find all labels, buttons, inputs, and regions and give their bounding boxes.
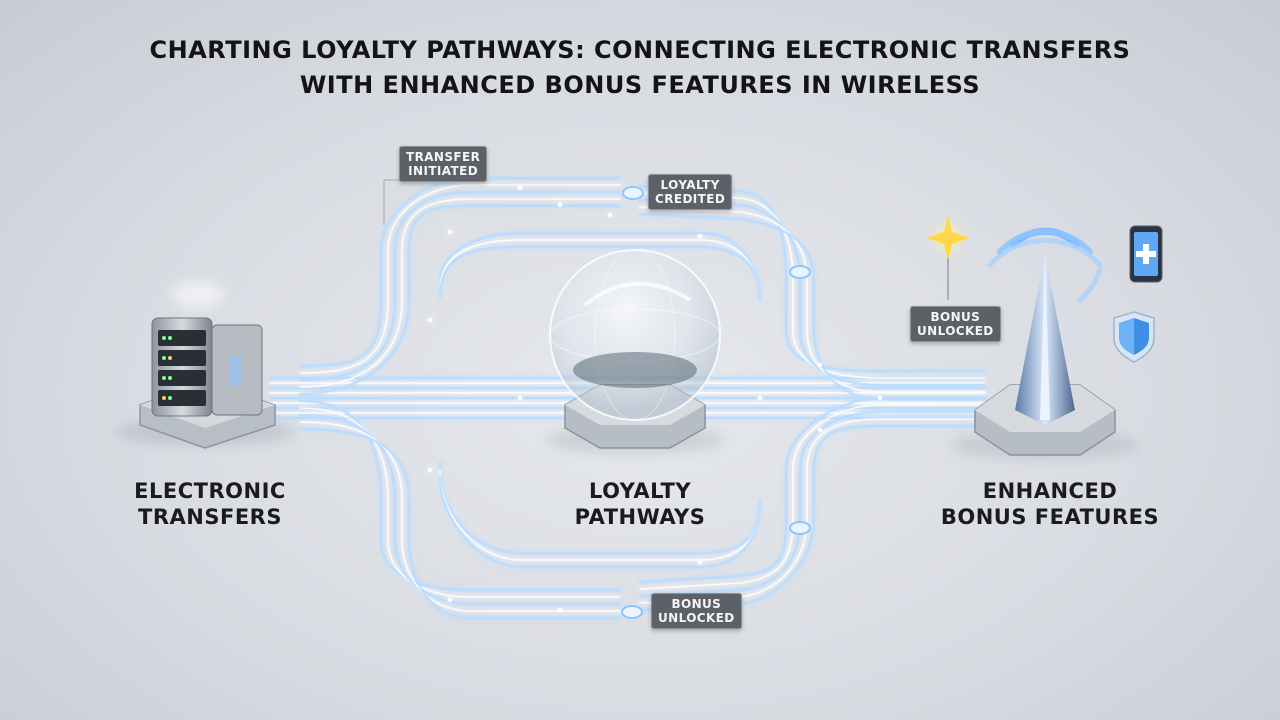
server-icon — [115, 281, 295, 449]
pathway-sparkle — [607, 212, 613, 218]
tag-loyalty-credited: LOYALTY CREDITED — [648, 174, 733, 210]
upper-pathway-line — [298, 204, 622, 396]
pathway-sparkle — [557, 607, 563, 613]
lower-pathway-line — [298, 413, 622, 606]
tag-transfer-initiated: TRANSFER INITIATED — [399, 146, 488, 182]
upper-pathway-line — [299, 198, 621, 388]
pathway-sparkle — [757, 395, 763, 401]
pathway-sparkle — [517, 395, 523, 401]
inner-lower-pathway-line — [438, 475, 762, 569]
lower-pathway-line — [299, 407, 621, 598]
upper-right-pathway-line — [638, 184, 987, 373]
pathway-sparkle — [517, 185, 523, 191]
node-label-loyalty-pathways: LOYALTY PATHWAYS — [574, 479, 706, 529]
upper-right-pathway-line — [638, 212, 987, 401]
pathway-sparkle — [557, 202, 563, 208]
pathway-sparkle — [447, 229, 453, 235]
upper-right-pathway-line — [638, 198, 987, 387]
pathway-sparkle — [817, 362, 823, 368]
pathway-sparkle — [697, 233, 703, 239]
inner-lower-pathway-line — [438, 461, 762, 555]
wireless-tower-icon — [950, 227, 1140, 459]
inner-upper-pathway-line — [438, 245, 762, 302]
upper-pathway-line — [299, 184, 621, 374]
upper-right-pathway-line — [639, 206, 986, 393]
node-label-enhanced-bonus-features: ENHANCED BONUS FEATURES — [940, 479, 1160, 529]
lower-pathway-line — [298, 427, 622, 620]
pathway-nodes — [383, 179, 811, 619]
tablet-plus-icon — [1129, 225, 1163, 283]
lower-right-pathway-line — [639, 418, 986, 604]
lower-right-pathway-line — [638, 396, 987, 584]
pathway-lines — [268, 176, 987, 620]
upper-right-pathway-line — [639, 192, 986, 379]
pathway-sparkle — [697, 559, 703, 565]
pathway-sparkle — [427, 317, 433, 323]
glass-sphere-icon — [545, 249, 725, 454]
pathway-sparkle — [427, 467, 433, 473]
title-line-1: CHARTING LOYALTY PATHWAYS: CONNECTING EL… — [149, 36, 1131, 64]
lower-right-pathway-line — [638, 410, 987, 598]
title-line-2: WITH ENHANCED BONUS FEATURES IN WIRELESS — [299, 71, 981, 99]
pathway-sparkle — [447, 597, 453, 603]
pathway-sparkle — [817, 427, 823, 433]
lower-pathway-line — [299, 421, 621, 612]
lower-pathway-line — [298, 399, 622, 592]
tag-bonus-unlocked-right: BONUS UNLOCKED — [910, 306, 1001, 342]
lower-right-pathway-line — [639, 404, 986, 590]
tag-bonus-unlocked-bottom: BONUS UNLOCKED — [651, 593, 742, 629]
upper-pathway-line — [298, 176, 622, 368]
upper-pathway-line — [298, 190, 622, 382]
pathway-sparkle — [877, 395, 883, 401]
node-label-electronic-transfers: ELECTRONIC TRANSFERS — [134, 479, 286, 529]
shield-icon — [1113, 311, 1155, 363]
lower-right-pathway-line — [638, 424, 987, 612]
sparkle-icon — [926, 214, 970, 300]
